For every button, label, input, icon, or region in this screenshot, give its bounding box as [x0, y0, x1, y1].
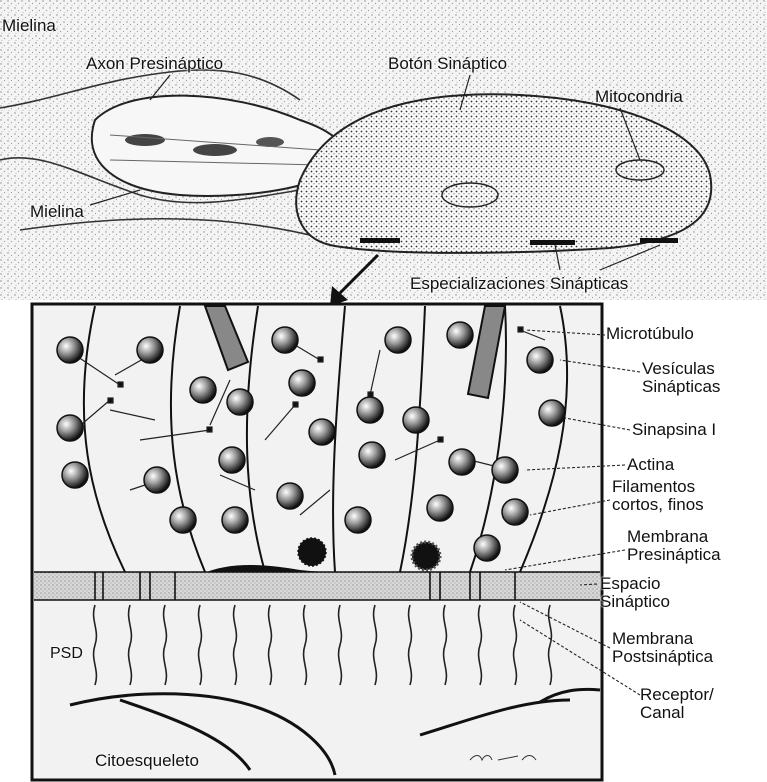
label-mielina-bottom: Mielina [30, 203, 84, 221]
label-receptor-line2: Canal [640, 704, 714, 722]
label-espacio-line1: Espacio [600, 575, 670, 593]
label-axon-presinaptico: Axon Presináptico [86, 55, 223, 73]
label-membrana-pre-line2: Presináptica [627, 546, 721, 564]
label-vesiculas-line2: Sinápticas [642, 378, 720, 396]
label-actina: Actina [627, 456, 674, 474]
label-membrana-postsinaptica: Membrana Postsináptica [612, 630, 713, 666]
label-vesiculas-sinapticas: Vesículas Sinápticas [642, 360, 720, 396]
label-membrana-presinaptica: Membrana Presináptica [627, 528, 721, 564]
label-receptor-canal: Receptor/ Canal [640, 686, 714, 722]
label-receptor-line1: Receptor/ [640, 686, 714, 704]
label-vesiculas-line1: Vesículas [642, 360, 720, 378]
label-mitocondria: Mitocondria [595, 88, 683, 106]
label-espacio-sinaptico: Espacio Sináptico [600, 575, 670, 611]
label-membrana-post-line1: Membrana [612, 630, 713, 648]
label-membrana-pre-line1: Membrana [627, 528, 721, 546]
label-filamentos-line2: cortos, finos [612, 496, 704, 514]
label-citoesqueleto: Citoesqueleto [95, 752, 199, 770]
label-boton-sinaptico: Botón Sináptico [388, 55, 507, 73]
label-filamentos: Filamentos cortos, finos [612, 478, 704, 514]
label-membrana-post-line2: Postsináptica [612, 648, 713, 666]
label-psd: PSD [50, 646, 83, 663]
label-especializaciones-sinapticas: Especializaciones Sinápticas [410, 275, 628, 293]
label-filamentos-line1: Filamentos [612, 478, 704, 496]
label-espacio-line2: Sináptico [600, 593, 670, 611]
label-mielina-top: Mielina [2, 17, 56, 35]
label-microtubulo: Microtúbulo [606, 325, 694, 343]
label-sinapsina: Sinapsina I [632, 421, 716, 439]
